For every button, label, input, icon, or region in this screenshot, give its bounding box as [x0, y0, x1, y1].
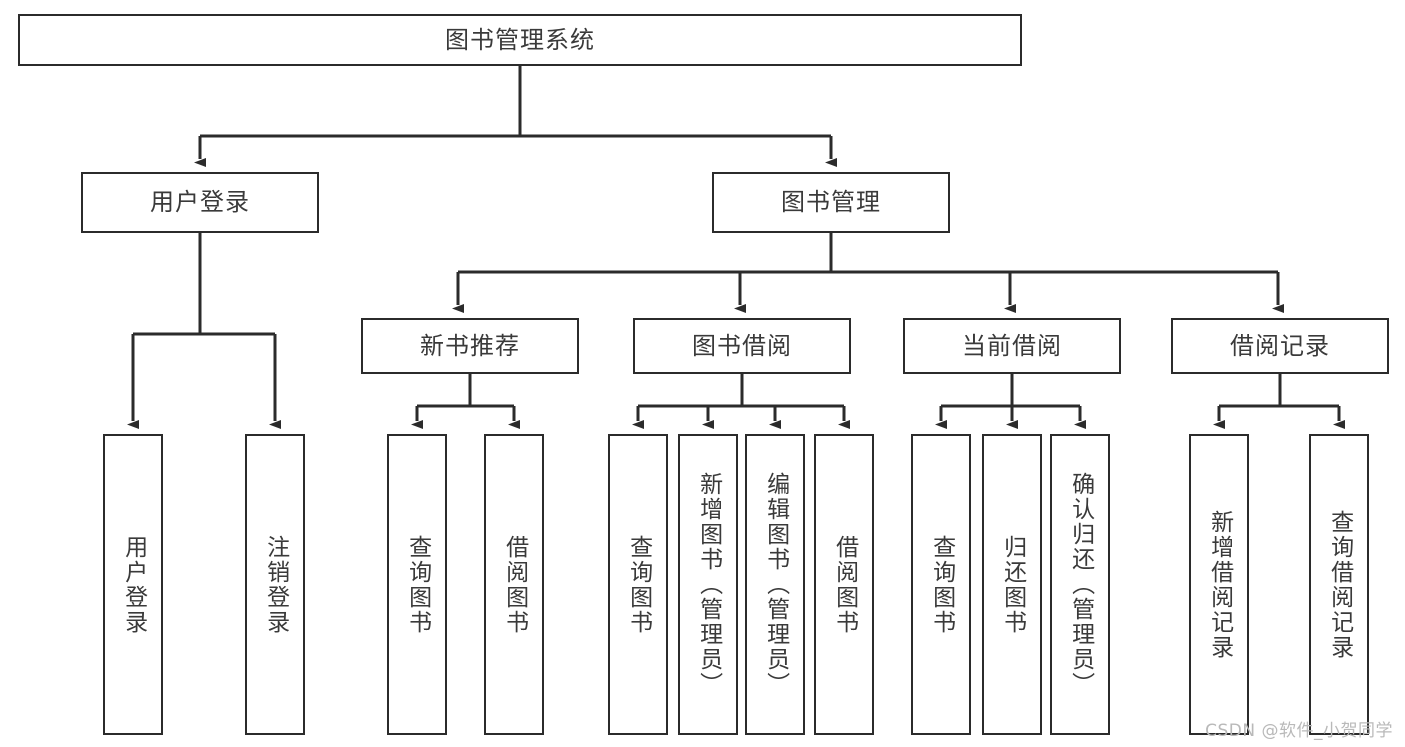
node-root-label: 图书管理系统: [445, 25, 595, 54]
node-leaf-return-book-label: 归还图书: [999, 534, 1026, 635]
node-leaf-borrow-book-1[interactable]: 借阅图书: [484, 434, 544, 735]
node-current-borrow[interactable]: 当前借阅: [903, 318, 1121, 374]
node-root[interactable]: 图书管理系统: [18, 14, 1022, 66]
node-leaf-edit-book-admin[interactable]: 编辑图书（管理员）: [745, 434, 805, 735]
node-leaf-confirm-return-admin-label: 确认归还（管理员）: [1067, 472, 1094, 697]
node-current-borrow-label: 当前借阅: [962, 331, 1062, 360]
node-leaf-borrow-book-2-label: 借阅图书: [831, 534, 858, 635]
node-book-manage-label: 图书管理: [781, 188, 881, 217]
node-book-borrow-label: 图书借阅: [692, 331, 792, 360]
node-leaf-user-login[interactable]: 用户登录: [103, 434, 163, 735]
node-book-manage[interactable]: 图书管理: [712, 172, 950, 233]
node-leaf-borrow-book-2[interactable]: 借阅图书: [814, 434, 874, 735]
node-leaf-edit-book-admin-label: 编辑图书（管理员）: [762, 472, 789, 697]
node-leaf-user-login-label: 用户登录: [120, 534, 147, 635]
node-leaf-user-logout-label: 注销登录: [262, 534, 289, 635]
node-leaf-confirm-return-admin[interactable]: 确认归还（管理员）: [1050, 434, 1110, 735]
node-book-borrow[interactable]: 图书借阅: [633, 318, 851, 374]
node-new-book-recommend[interactable]: 新书推荐: [361, 318, 579, 374]
node-new-book-recommend-label: 新书推荐: [420, 331, 520, 360]
watermark-text: CSDN @软件_小贺同学: [1205, 721, 1393, 741]
node-leaf-query-book-2-label: 查询图书: [625, 534, 652, 635]
node-leaf-add-book-admin-label: 新增图书（管理员）: [695, 472, 722, 697]
node-leaf-query-book-1[interactable]: 查询图书: [387, 434, 447, 735]
node-user-login[interactable]: 用户登录: [81, 172, 319, 233]
node-leaf-add-book-admin[interactable]: 新增图书（管理员）: [678, 434, 738, 735]
node-user-login-label: 用户登录: [150, 188, 250, 217]
node-leaf-return-book[interactable]: 归还图书: [982, 434, 1042, 735]
node-borrow-record-label: 借阅记录: [1230, 331, 1330, 360]
node-leaf-add-borrow-record-label: 新增借阅记录: [1206, 509, 1233, 660]
node-leaf-query-book-3-label: 查询图书: [928, 534, 955, 635]
node-leaf-query-book-1-label: 查询图书: [404, 534, 431, 635]
node-borrow-record[interactable]: 借阅记录: [1171, 318, 1389, 374]
node-leaf-add-borrow-record[interactable]: 新增借阅记录: [1189, 434, 1249, 735]
node-leaf-borrow-book-1-label: 借阅图书: [501, 534, 528, 635]
node-leaf-query-borrow-record[interactable]: 查询借阅记录: [1309, 434, 1369, 735]
node-leaf-query-book-3[interactable]: 查询图书: [911, 434, 971, 735]
node-leaf-user-logout[interactable]: 注销登录: [245, 434, 305, 735]
node-leaf-query-borrow-record-label: 查询借阅记录: [1326, 509, 1353, 660]
node-leaf-query-book-2[interactable]: 查询图书: [608, 434, 668, 735]
